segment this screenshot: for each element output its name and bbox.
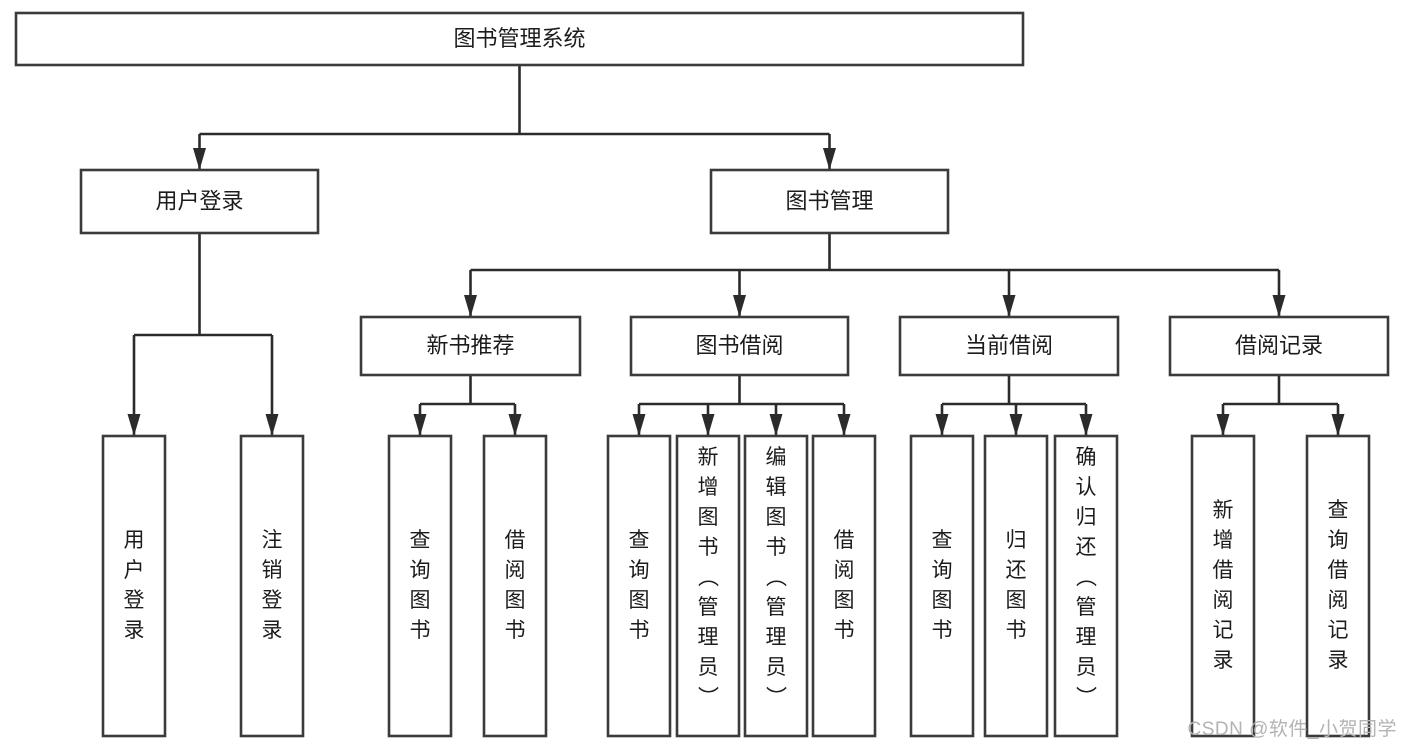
- leaf-node-leaf-query-book-borrow-rect[interactable]: [606, 434, 672, 738]
- root-node-book-system-rect[interactable]: [14, 11, 1025, 67]
- root-node-book-system[interactable]: 图书管理系统: [14, 11, 1025, 67]
- leaf-node-leaf-edit-book-admin-rect[interactable]: [743, 434, 809, 738]
- arrow-to-user-login: [193, 148, 206, 170]
- arrow-to-leaf-query-book-borrow: [632, 414, 646, 436]
- node-new-book-recommend[interactable]: 新书推荐: [359, 315, 582, 377]
- leaf-node-leaf-query-borrow-record-label: 查询借阅记录: [1328, 499, 1349, 672]
- node-borrow-record[interactable]: 借阅记录: [1168, 315, 1390, 377]
- leaf-node-leaf-logout-login-label: 注销登录: [262, 529, 283, 642]
- leaf-node-leaf-query-borrow-record[interactable]: 查询借阅记录: [1305, 434, 1371, 738]
- leaf-node-leaf-query-book-rec-label: 查询图书: [410, 529, 431, 642]
- leaf-node-leaf-return-book-label: 归还图书: [1006, 529, 1027, 642]
- leaf-node-leaf-query-borrow-record-rect[interactable]: [1305, 434, 1371, 738]
- node-current-borrow-rect[interactable]: [898, 315, 1120, 377]
- arrow-to-leaf-query-book-current: [935, 414, 949, 436]
- leaf-node-leaf-add-borrow-record-rect[interactable]: [1190, 434, 1256, 738]
- arrow-to-new-book-recommend: [464, 295, 477, 317]
- leaf-node-leaf-logout-login[interactable]: 注销登录: [239, 434, 305, 738]
- leaf-node-leaf-query-book-rec-rect[interactable]: [387, 434, 453, 738]
- leaf-node-leaf-add-book-admin-rect[interactable]: [675, 434, 741, 738]
- node-current-borrow-label: 当前借阅: [965, 333, 1053, 358]
- arrow-to-book-borrow: [733, 295, 746, 317]
- leaf-node-leaf-borrow-book[interactable]: 借阅图书: [811, 434, 877, 738]
- arrow-to-leaf-query-borrow-record: [1331, 414, 1345, 436]
- leaf-node-leaf-edit-book-admin-label: 编辑图书（管理员）: [766, 446, 788, 709]
- arrow-to-leaf-logout-login: [265, 414, 279, 436]
- node-book-manage-label: 图书管理: [785, 188, 873, 213]
- leaf-node-leaf-return-book[interactable]: 归还图书: [983, 434, 1049, 738]
- connectors-layer: [127, 65, 1345, 436]
- node-new-book-recommend-label: 新书推荐: [426, 333, 514, 358]
- node-current-borrow[interactable]: 当前借阅: [898, 315, 1120, 377]
- arrow-to-leaf-return-book: [1009, 414, 1023, 436]
- arrow-to-leaf-query-book-rec: [413, 414, 427, 436]
- node-book-manage[interactable]: 图书管理: [709, 168, 950, 235]
- leaf-node-leaf-return-book-rect[interactable]: [983, 434, 1049, 738]
- leaf-node-leaf-confirm-return-admin-rect[interactable]: [1053, 434, 1119, 738]
- arrow-to-current-borrow: [1002, 295, 1016, 317]
- leaf-node-leaf-add-book-admin-label: 新增图书（管理员）: [698, 446, 720, 709]
- leaf-node-leaf-user-login-rect[interactable]: [101, 434, 167, 738]
- arrow-to-leaf-edit-book-admin: [769, 414, 783, 436]
- leaf-node-leaf-query-book-borrow-label: 查询图书: [629, 529, 650, 642]
- leaf-node-leaf-user-login-label: 用户登录: [124, 529, 145, 642]
- node-new-book-recommend-rect[interactable]: [359, 315, 582, 377]
- arrow-to-leaf-borrow-book-rec: [508, 414, 522, 436]
- leaf-node-leaf-confirm-return-admin[interactable]: 确认归还（管理员）: [1053, 434, 1119, 738]
- leaf-node-leaf-borrow-book-rect[interactable]: [811, 434, 877, 738]
- leaf-node-leaf-borrow-book-rec-label: 借阅图书: [505, 529, 526, 642]
- leaf-node-leaf-add-book-admin[interactable]: 新增图书（管理员）: [675, 434, 741, 738]
- nodes-layer: 图书管理系统用户登录图书管理新书推荐图书借阅当前借阅借阅记录用户登录注销登录查询…: [14, 11, 1390, 738]
- node-book-borrow-rect[interactable]: [629, 315, 850, 377]
- leaf-node-leaf-borrow-book-rec-rect[interactable]: [482, 434, 548, 738]
- leaf-node-leaf-borrow-book-label: 借阅图书: [834, 529, 855, 642]
- leaf-node-leaf-add-borrow-record-label: 新增借阅记录: [1213, 499, 1234, 672]
- node-user-login-rect[interactable]: [79, 168, 320, 235]
- arrow-to-leaf-add-borrow-record: [1216, 414, 1230, 436]
- node-book-borrow-label: 图书借阅: [695, 333, 783, 358]
- leaf-node-leaf-confirm-return-admin-label: 确认归还（管理员）: [1076, 446, 1098, 709]
- leaf-node-leaf-query-book-current-label: 查询图书: [932, 529, 953, 642]
- node-borrow-record-rect[interactable]: [1168, 315, 1390, 377]
- leaf-node-leaf-edit-book-admin[interactable]: 编辑图书（管理员）: [743, 434, 809, 738]
- leaf-node-leaf-query-book-current-rect[interactable]: [909, 434, 975, 738]
- arrow-to-leaf-user-login: [127, 414, 141, 436]
- leaf-node-leaf-user-login[interactable]: 用户登录: [101, 434, 167, 738]
- node-user-login[interactable]: 用户登录: [79, 168, 320, 235]
- leaf-node-leaf-logout-login-rect[interactable]: [239, 434, 305, 738]
- arrow-to-book-manage: [823, 148, 836, 170]
- leaf-node-leaf-query-book-borrow[interactable]: 查询图书: [606, 434, 672, 738]
- leaf-node-leaf-borrow-book-rec[interactable]: 借阅图书: [482, 434, 548, 738]
- arrow-to-leaf-borrow-book: [837, 414, 851, 436]
- leaf-node-leaf-query-book-rec[interactable]: 查询图书: [387, 434, 453, 738]
- arrow-to-borrow-record: [1272, 295, 1286, 317]
- node-user-login-label: 用户登录: [155, 188, 243, 213]
- arrow-to-leaf-confirm-return-admin: [1079, 414, 1093, 436]
- leaf-node-leaf-query-book-current[interactable]: 查询图书: [909, 434, 975, 738]
- node-borrow-record-label: 借阅记录: [1235, 333, 1323, 358]
- node-book-manage-rect[interactable]: [709, 168, 950, 235]
- root-node-book-system-label: 图书管理系统: [453, 26, 585, 51]
- csdn-watermark: CSDN @软件_小贺同学: [1187, 719, 1397, 740]
- leaf-node-leaf-add-borrow-record[interactable]: 新增借阅记录: [1190, 434, 1256, 738]
- node-book-borrow[interactable]: 图书借阅: [629, 315, 850, 377]
- arrow-to-leaf-add-book-admin: [701, 414, 715, 436]
